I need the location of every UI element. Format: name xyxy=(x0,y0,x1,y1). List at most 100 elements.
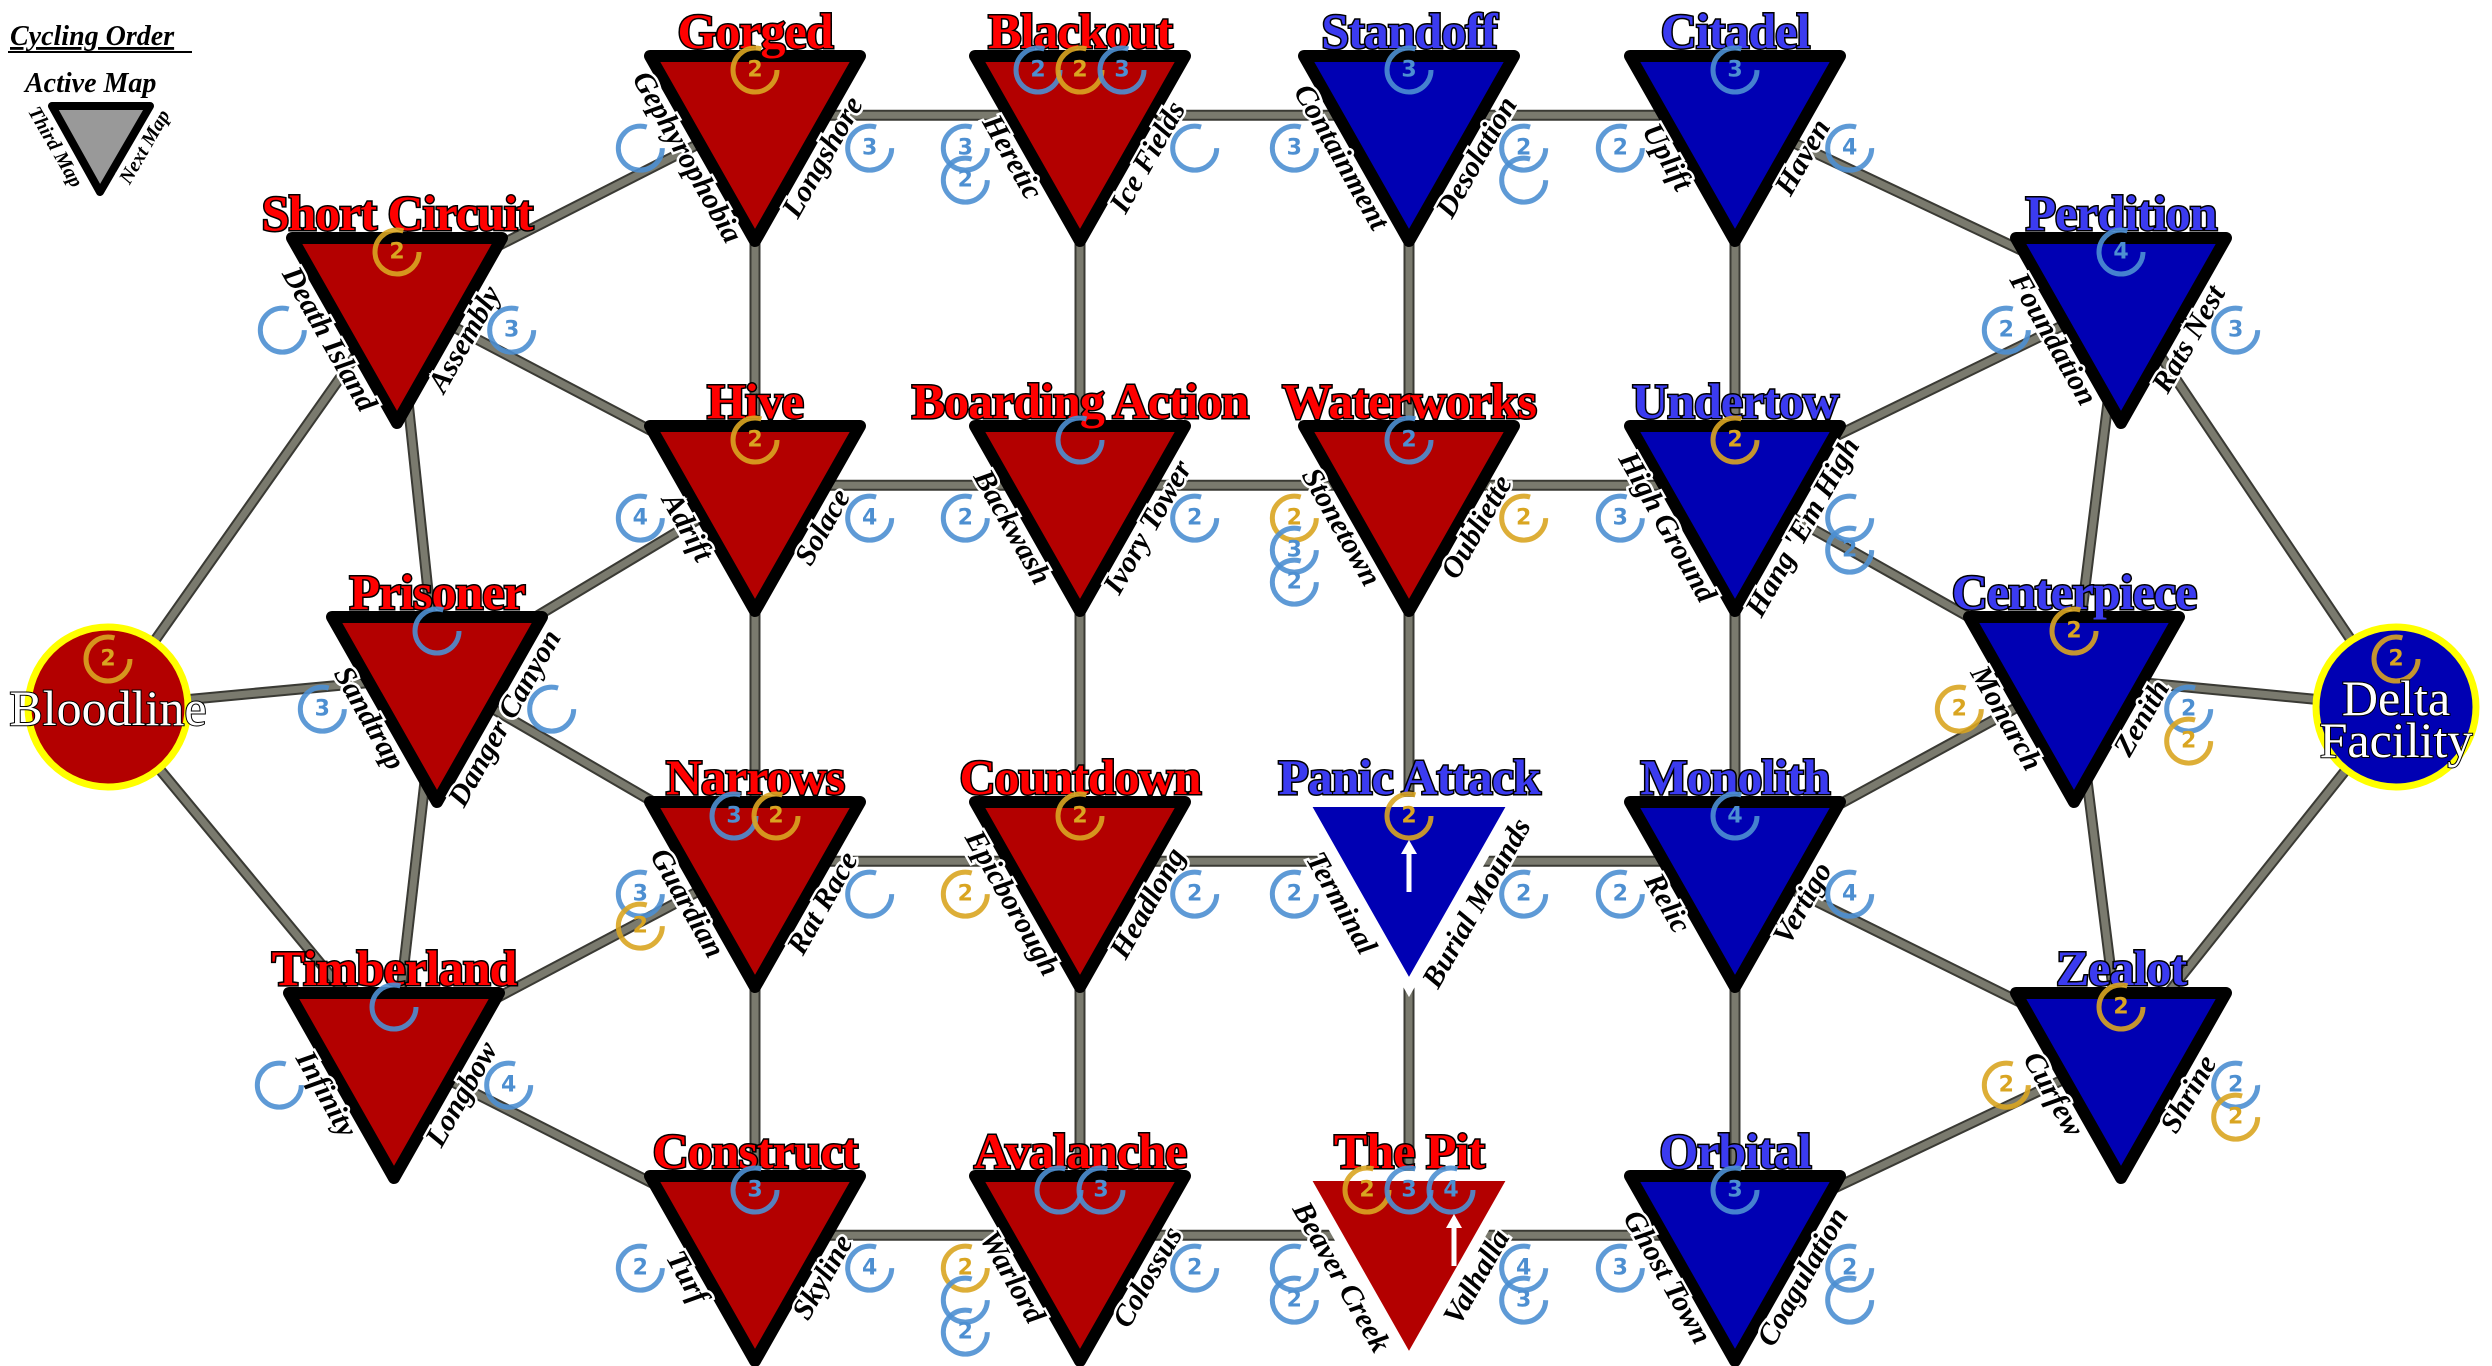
svg-text:2: 2 xyxy=(2228,1105,2243,1130)
halo-3-icon: 3 xyxy=(1384,45,1434,95)
endpoint-circle[interactable] xyxy=(2312,623,2480,791)
node-title: Perdition xyxy=(2026,185,2218,241)
halo-2-gold-icon: 2 xyxy=(940,869,990,919)
halo-2-icon: 2 xyxy=(615,1243,665,1293)
active-map-triangle[interactable] xyxy=(1295,1171,1523,1366)
map-triangle[interactable] xyxy=(969,50,1191,247)
svg-text:3: 3 xyxy=(1287,538,1302,563)
svg-text:2: 2 xyxy=(1401,804,1416,829)
halo-CE-icon xyxy=(1825,1275,1875,1325)
map-triangle[interactable] xyxy=(2010,987,2232,1184)
map-triangle[interactable] xyxy=(1624,796,1846,993)
svg-text:2: 2 xyxy=(1516,506,1531,531)
map-triangle[interactable] xyxy=(644,796,866,993)
halo-3-icon: 3 xyxy=(1097,45,1147,95)
svg-text:2: 2 xyxy=(958,1256,973,1281)
svg-text:3: 3 xyxy=(1093,1178,1108,1203)
map-triangle[interactable] xyxy=(326,611,548,808)
halo-2-icon: 2 xyxy=(1269,869,1319,919)
map-triangle[interactable] xyxy=(969,420,1191,617)
svg-text:2: 2 xyxy=(633,1256,648,1281)
map-triangle[interactable] xyxy=(644,50,866,247)
node-title: Waterworks xyxy=(1282,373,1536,429)
node-title: Boarding Action xyxy=(912,373,1250,429)
node-title: Citadel xyxy=(1661,3,1811,59)
node-title: Blackout xyxy=(988,3,1173,59)
map-triangle[interactable] xyxy=(1624,420,1846,617)
halo-2-gold-icon: 2 xyxy=(372,227,422,277)
map-triangle[interactable] xyxy=(644,420,866,617)
node-title: Bloodline xyxy=(9,680,206,736)
halo-2-icon: 2 xyxy=(1384,415,1434,465)
svg-text:3: 3 xyxy=(1727,1178,1742,1203)
svg-text:2: 2 xyxy=(1287,570,1302,595)
halo-2-icon: 2 xyxy=(1499,123,1549,173)
up-arrow-head xyxy=(1401,840,1417,854)
map-triangle[interactable] xyxy=(1298,420,1520,617)
map-triangle[interactable] xyxy=(1298,50,1520,247)
svg-text:2: 2 xyxy=(1072,804,1087,829)
map-triangle[interactable] xyxy=(1963,611,2185,808)
halo-2-icon: 2 xyxy=(1825,525,1875,575)
halo-4-icon: 4 xyxy=(1499,1243,1549,1293)
svg-text:2: 2 xyxy=(1401,428,1416,453)
map-triangle[interactable] xyxy=(969,796,1191,993)
node-title: Monolith xyxy=(1640,749,1830,805)
map-triangle[interactable] xyxy=(286,232,508,429)
map-triangle[interactable] xyxy=(969,1170,1191,1366)
up-arrow-head xyxy=(1446,1214,1462,1228)
halo-2-icon: 2 xyxy=(1595,869,1645,919)
svg-text:3: 3 xyxy=(1401,58,1416,83)
node-title: Panic Attack xyxy=(1278,749,1541,805)
map-triangle[interactable] xyxy=(1624,1170,1846,1366)
svg-text:2: 2 xyxy=(1287,882,1302,907)
halo-2-gold-icon: 2 xyxy=(1269,493,1319,543)
svg-text:2: 2 xyxy=(1072,58,1087,83)
node-title: Gorged xyxy=(677,3,833,59)
svg-text:2: 2 xyxy=(958,506,973,531)
svg-text:2: 2 xyxy=(1516,882,1531,907)
map-triangle[interactable] xyxy=(2010,232,2232,429)
halo-3-icon: 3 xyxy=(1710,1165,1760,1215)
svg-text:2: 2 xyxy=(958,1320,973,1345)
svg-text:3: 3 xyxy=(747,1178,762,1203)
halo-CE-icon xyxy=(254,1060,304,1110)
map-triangle[interactable] xyxy=(644,1170,866,1366)
map-triangle[interactable] xyxy=(1624,50,1846,247)
node-title: Centerpiece xyxy=(1952,564,2196,620)
halo-3-icon: 3 xyxy=(1269,525,1319,575)
halo-2-gold-icon: 2 xyxy=(1981,1060,2031,1110)
svg-text:2: 2 xyxy=(1613,136,1628,161)
map-triangle[interactable] xyxy=(283,987,505,1184)
halo-2-icon: 2 xyxy=(1981,305,2031,355)
endpoint-circle[interactable] xyxy=(24,623,192,791)
active-map-triangle[interactable] xyxy=(1295,797,1523,998)
